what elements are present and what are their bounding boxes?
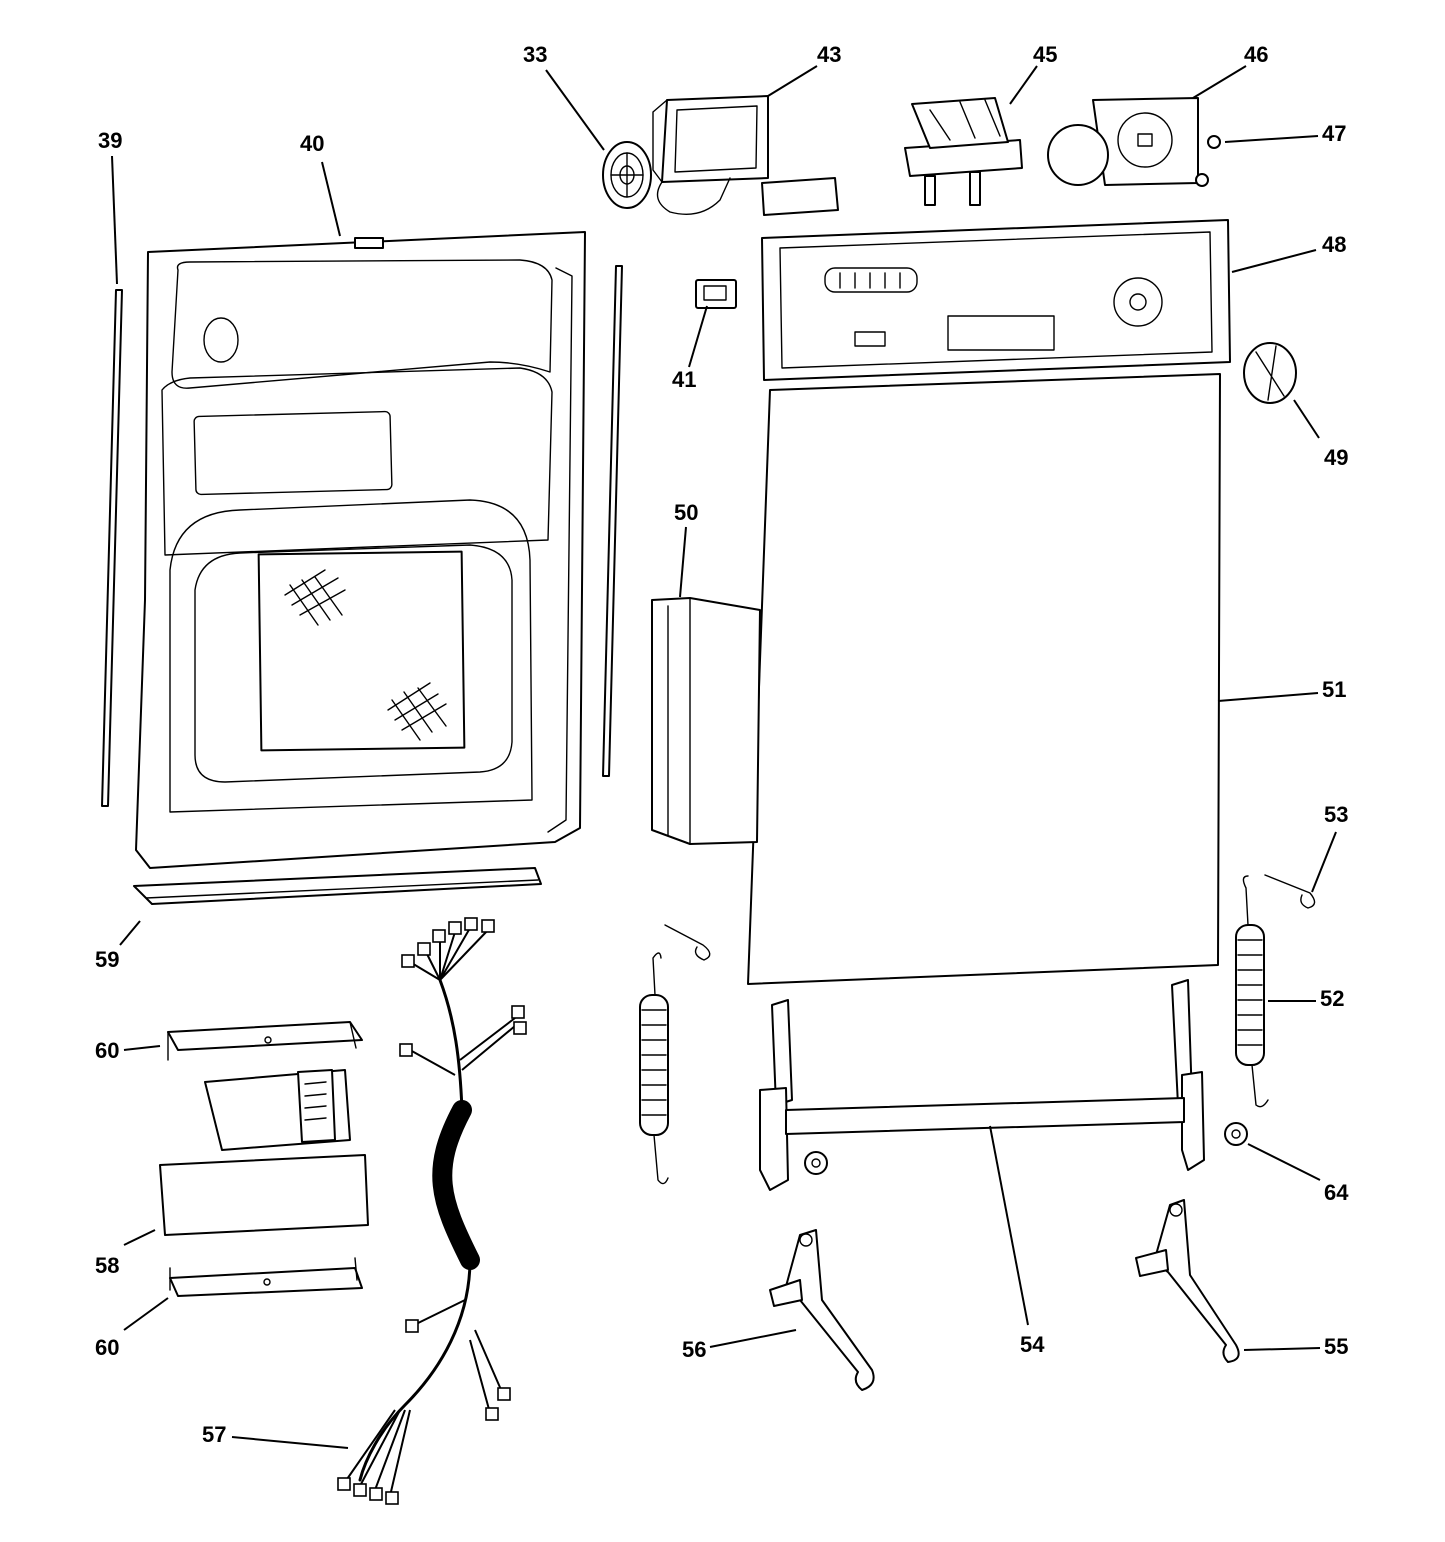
part-59-bottom-trim (133, 867, 542, 905)
part-50-detergent-dispenser (651, 597, 761, 845)
callout-41: 41 (672, 367, 696, 392)
callout-47: 47 (1322, 121, 1346, 146)
part-41-rocker-switch (695, 279, 737, 309)
callout-59: 59 (95, 947, 119, 972)
callout-49: 49 (1324, 445, 1348, 470)
callout-40: 40 (300, 131, 324, 156)
part-51-outer-door-panel (747, 373, 1221, 985)
leader-lines (111, 65, 1337, 1449)
part-40-right-side-strip (602, 265, 623, 777)
part-49-control-knob (1243, 342, 1297, 404)
part-55-hinge-arm-right (1135, 1199, 1240, 1363)
callout-labels: 33 39 40 41 43 45 46 47 48 49 50 51 53 5… (95, 42, 1349, 1447)
part-39-side-trim-strip (101, 289, 123, 807)
callout-64: 64 (1324, 1180, 1349, 1205)
callout-52: 52 (1320, 986, 1344, 1011)
callout-48: 48 (1322, 232, 1346, 257)
part-45-door-latch (904, 97, 1023, 206)
callout-58: 58 (95, 1253, 119, 1278)
part-53-spring-hooks (664, 874, 1316, 961)
part-46-control-timer (1047, 97, 1199, 186)
part-56-hinge-arm-left (769, 1229, 875, 1391)
part-43-small-block (761, 177, 839, 216)
part-60-bracket-upper (167, 1021, 363, 1061)
part-48-control-panel (761, 219, 1231, 381)
callout-50: 50 (674, 500, 698, 525)
callout-57: 57 (202, 1422, 226, 1447)
part-54-hinge-rod-assembly (759, 979, 1205, 1191)
callout-56: 56 (682, 1337, 706, 1362)
part-43-vent-housing (652, 95, 769, 215)
callout-43: 43 (817, 42, 841, 67)
callout-60-upper: 60 (95, 1038, 119, 1063)
callout-46: 46 (1244, 42, 1268, 67)
part-58-control-module (159, 1069, 369, 1236)
part-64-gears (804, 1122, 1248, 1175)
callout-45: 45 (1033, 42, 1057, 67)
callout-60-lower: 60 (95, 1335, 119, 1360)
part-33-vent-fan (602, 141, 652, 209)
callout-51: 51 (1322, 677, 1346, 702)
callout-53: 53 (1324, 802, 1348, 827)
part-60-bracket-lower (169, 1257, 363, 1297)
callout-54: 54 (1020, 1332, 1045, 1357)
callout-55: 55 (1324, 1334, 1348, 1359)
callout-39: 39 (98, 128, 122, 153)
part-40-inner-door-panel (135, 231, 586, 869)
callout-33: 33 (523, 42, 547, 67)
part-57-wiring-harness (337, 917, 527, 1505)
part-52-door-spring-left (639, 952, 669, 1185)
part-52-door-spring-right (1235, 875, 1269, 1108)
part-47-screws (1195, 135, 1221, 187)
